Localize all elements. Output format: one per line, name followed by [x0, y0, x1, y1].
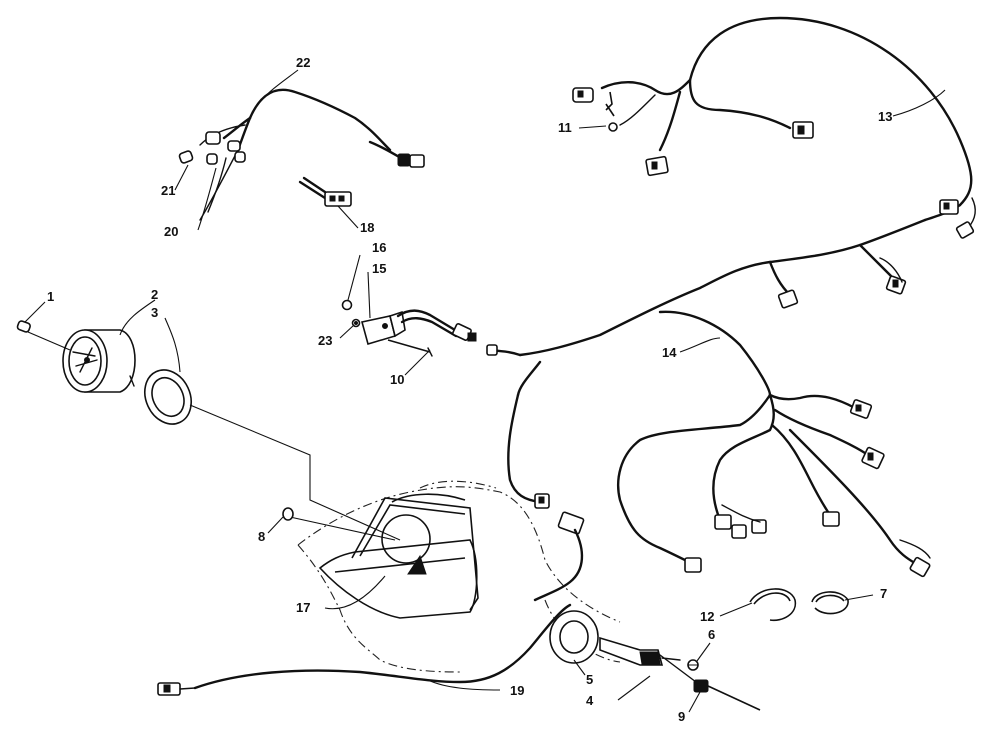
callout-15: 15 [372, 261, 387, 276]
alignment-line-2 [189, 404, 401, 541]
gauge-bezel [144, 369, 192, 425]
alignment-line-3 [289, 516, 396, 541]
callout-7: 7 [880, 586, 888, 601]
callout-9: 9 [678, 709, 686, 724]
nut-16 [341, 299, 353, 311]
connector-18 [298, 176, 352, 207]
callout-3: 3 [151, 305, 159, 320]
gauge-opening [381, 514, 431, 564]
probe-9 [659, 654, 761, 711]
callout-12: 12 [700, 609, 715, 624]
bulb-8 [282, 507, 294, 521]
callout-17: 17 [296, 600, 311, 615]
callout-22: 22 [296, 55, 311, 70]
callout-20: 20 [164, 224, 179, 239]
grommet-5 [549, 610, 599, 664]
callout-11: 11 [558, 120, 572, 135]
speedometer [62, 329, 136, 393]
callout-6: 6 [708, 627, 716, 642]
indicator-light [407, 554, 427, 575]
alignment-line [27, 331, 71, 351]
main-harness [486, 16, 976, 602]
sensor-4 [599, 636, 681, 666]
callout-10: 10 [390, 372, 405, 387]
clamp-7 [811, 591, 849, 615]
bulb-1 [16, 320, 31, 333]
callout-1: 1 [47, 289, 55, 304]
callout-8: 8 [258, 529, 266, 544]
callout-19: 19 [510, 683, 525, 698]
callout-18: 18 [360, 220, 375, 235]
callout-14: 14 [662, 345, 677, 360]
callout-21: 21 [161, 183, 176, 198]
callout-13: 13 [878, 109, 893, 124]
callout-5: 5 [586, 672, 594, 687]
harness-19 [157, 603, 572, 696]
callout-23: 23 [318, 333, 333, 348]
dash-panel [318, 493, 479, 619]
callout-16: 16 [372, 240, 387, 255]
callout-2: 2 [151, 287, 159, 302]
leader-lines [24, 69, 946, 713]
switch-assembly [341, 299, 477, 357]
clamp-12 [749, 588, 797, 622]
nut-6 [687, 659, 699, 671]
screw-10 [387, 339, 431, 353]
harness-22 [178, 88, 425, 221]
callout-4: 4 [586, 693, 594, 708]
